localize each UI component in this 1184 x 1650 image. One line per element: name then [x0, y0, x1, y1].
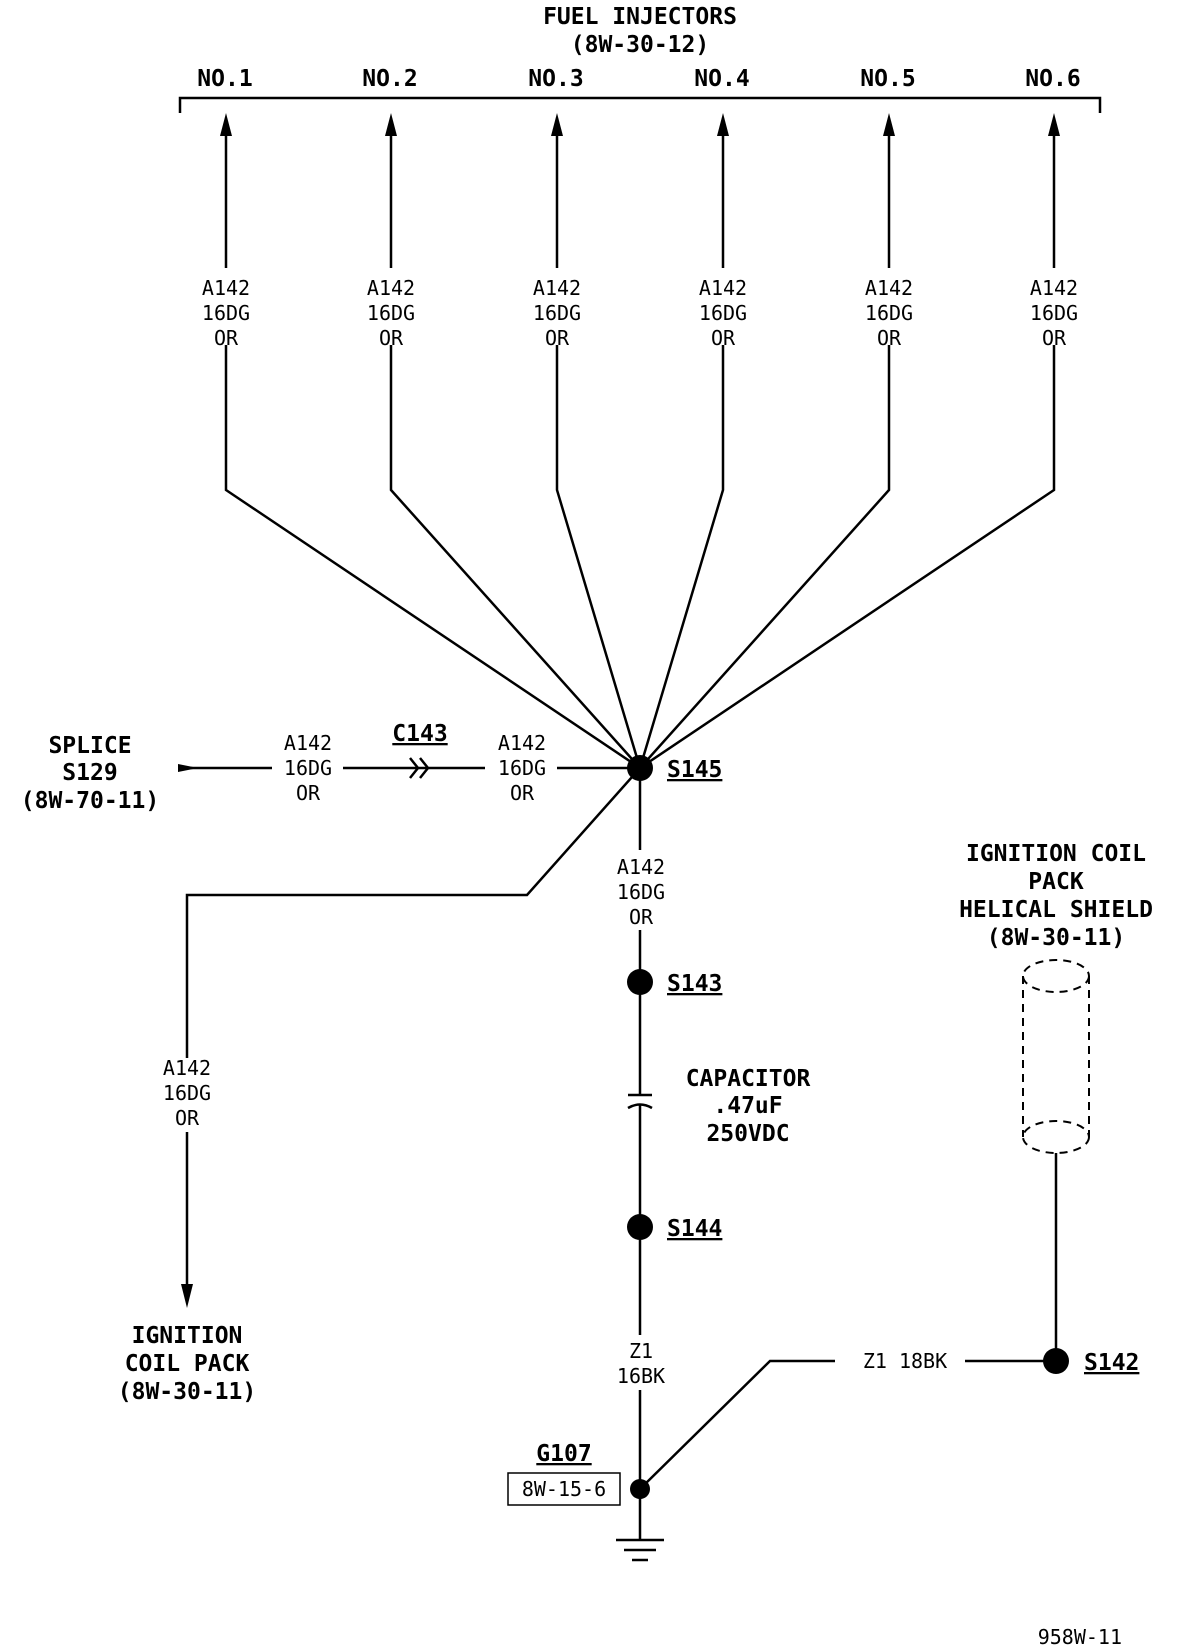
ground-ref-label: 8W-15-6 [522, 1477, 606, 1501]
injector-label-3: NO.3 [528, 66, 583, 92]
svg-text:HELICAL SHIELD: HELICAL SHIELD [959, 897, 1153, 923]
svg-text:IGNITION: IGNITION [132, 1323, 243, 1349]
svg-text:A142: A142 [367, 276, 415, 300]
svg-text:250VDC: 250VDC [706, 1121, 789, 1147]
injector-wire-6 [639, 113, 1060, 770]
svg-text:CAPACITOR: CAPACITOR [686, 1066, 811, 1092]
svg-text:A142: A142 [533, 276, 581, 300]
fuel-injectors-title: FUEL INJECTORS [543, 4, 737, 30]
svg-text:OR: OR [379, 326, 404, 350]
svg-text:16DG: 16DG [699, 301, 747, 325]
ground-wire-label: Z1 16BK [617, 1339, 665, 1388]
splice-s144-label: S144 [667, 1216, 722, 1242]
svg-text:16DG: 16DG [1030, 301, 1078, 325]
feed-wire2-label: A142 16DG OR [498, 731, 546, 805]
svg-text:COIL PACK: COIL PACK [125, 1351, 250, 1377]
splice-s145-label: S145 [667, 757, 722, 783]
capacitor-symbol [627, 1093, 653, 1110]
svg-text:OR: OR [711, 326, 736, 350]
injector-wire-label-3: A142 16DG OR [533, 276, 581, 350]
ignition-coil-pack-label: IGNITION COIL PACK (8W-30-11) [118, 1323, 256, 1405]
connector-c143-symbol [409, 757, 430, 779]
svg-text:OR: OR [877, 326, 902, 350]
svg-text:16DG: 16DG [367, 301, 415, 325]
capacitor-label: CAPACITOR .47uF 250VDC [686, 1066, 811, 1147]
svg-text:PACK: PACK [1028, 869, 1084, 895]
injector-label-5: NO.5 [860, 66, 915, 92]
svg-text:16DG: 16DG [865, 301, 913, 325]
injector-wire-label-5: A142 16DG OR [865, 276, 913, 350]
svg-text:OR: OR [296, 781, 321, 805]
injector-label-6: NO.6 [1025, 66, 1080, 92]
injector-wire-1 [220, 113, 641, 770]
coil-pack-wire-upper [185, 767, 641, 1058]
injector-wire-label-6: A142 16DG OR [1030, 276, 1078, 350]
ground-ref-box [507, 1472, 621, 1506]
svg-text:A142: A142 [865, 276, 913, 300]
injector-wire-label-2: A142 16DG OR [367, 276, 415, 350]
svg-text:IGNITION COIL: IGNITION COIL [966, 841, 1146, 867]
svg-text:S129: S129 [62, 760, 117, 786]
svg-text:(8W-30-11): (8W-30-11) [118, 1379, 256, 1405]
svg-text:Z1: Z1 [629, 1339, 653, 1363]
svg-text:OR: OR [629, 905, 654, 929]
svg-text:A142: A142 [202, 276, 250, 300]
svg-text:(8W-70-11): (8W-70-11) [21, 788, 159, 814]
figure-id: 958W-11 [1038, 1625, 1122, 1649]
svg-text:A142: A142 [163, 1056, 211, 1080]
svg-text:A142: A142 [284, 731, 332, 755]
svg-text:OR: OR [214, 326, 239, 350]
svg-text:16DG: 16DG [617, 880, 665, 904]
svg-text:16BK: 16BK [617, 1364, 665, 1388]
helical-shield-symbol [1022, 959, 1090, 1154]
svg-text:OR: OR [1042, 326, 1067, 350]
coil-pack-arrow [181, 1284, 193, 1308]
down-wire-label: A142 16DG OR [617, 855, 665, 929]
svg-text:SPLICE: SPLICE [48, 733, 131, 759]
splice-s143-label: S143 [667, 971, 722, 997]
svg-text:A142: A142 [1030, 276, 1078, 300]
injector-wire-4 [638, 113, 729, 769]
injector-wire-3 [551, 113, 642, 769]
svg-text:OR: OR [510, 781, 535, 805]
injector-label-4: NO.4 [694, 66, 749, 92]
injector-wire-5 [639, 113, 895, 769]
svg-text:(8W-30-11): (8W-30-11) [987, 925, 1125, 951]
svg-text:OR: OR [175, 1106, 200, 1130]
fuel-injectors-ref: (8W-30-12) [571, 32, 709, 58]
injector-label-1: NO.1 [197, 66, 252, 92]
injector-wire-label-1: A142 16DG OR [202, 276, 250, 350]
svg-text:16DG: 16DG [284, 756, 332, 780]
connector-c143-label: C143 [392, 721, 447, 747]
svg-text:A142: A142 [617, 855, 665, 879]
injector-wire-2 [385, 113, 641, 769]
feed-wire-label: A142 16DG OR [284, 731, 332, 805]
splice-s129-label: SPLICE S129 (8W-70-11) [21, 733, 159, 814]
ground-g107-label: G107 [536, 1441, 591, 1467]
svg-text:OR: OR [545, 326, 570, 350]
svg-text:16DG: 16DG [163, 1081, 211, 1105]
svg-text:16DG: 16DG [202, 301, 250, 325]
injector-label-2: NO.2 [362, 66, 417, 92]
svg-text:16DG: 16DG [498, 756, 546, 780]
svg-text:A142: A142 [498, 731, 546, 755]
svg-text:16DG: 16DG [533, 301, 581, 325]
svg-text:A142: A142 [699, 276, 747, 300]
ground-symbol [616, 1538, 664, 1562]
shield-wire-label: Z1 18BK [863, 1349, 947, 1373]
splice-s142-label: S142 [1084, 1350, 1139, 1376]
shield-wire-left [639, 1359, 835, 1490]
coil-wire-label: A142 16DG OR [163, 1056, 211, 1130]
injector-wire-label-4: A142 16DG OR [699, 276, 747, 350]
svg-text:.47uF: .47uF [713, 1093, 782, 1119]
ignition-coil-pack-shield-label: IGNITION COIL PACK HELICAL SHIELD (8W-30… [959, 841, 1153, 951]
injector-bracket [178, 96, 1102, 113]
